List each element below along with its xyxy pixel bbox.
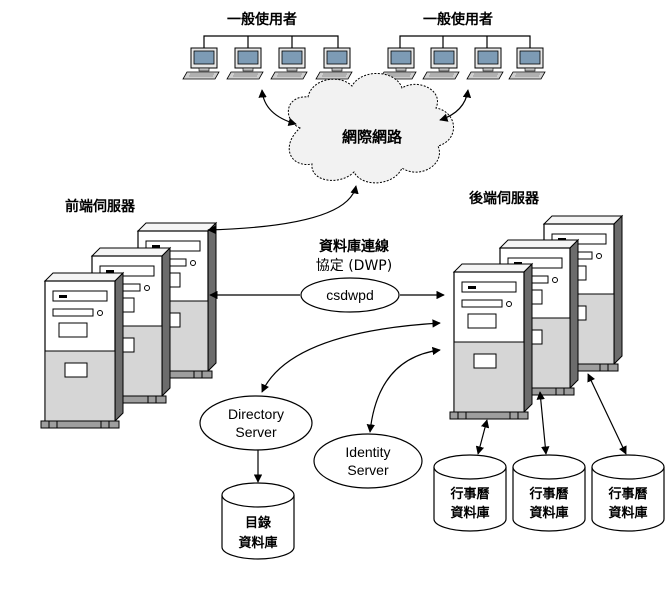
directory-server-label-line1: Directory [228,406,284,422]
protocol-label-line2: 協定 (DWP) [316,258,392,274]
left-user-group: 一般使用者 [182,11,353,80]
identity-server-label-line1: Identity [345,444,390,460]
internet-cloud: 網際網路 [287,73,454,184]
calendar-db-label-line1: 行事曆 [607,486,647,502]
directory-database: 目錄 資料庫 [221,482,295,560]
front-end-servers-label: 前端伺服器 [65,198,136,215]
right-users-label: 一般使用者 [423,11,493,28]
calendar-database-3: 行事曆 資料庫 [591,454,665,532]
desktop-computer-icon [466,47,504,80]
back-end-server-stack [449,215,623,420]
right-user-group: 一般使用者 [379,11,546,80]
csdwpd-label: csdwpd [326,287,373,303]
protocol-label-line1: 資料庫連線 [319,238,389,255]
users-to-internet-connector [439,89,472,122]
directory-server-label-line2: Server [235,424,277,440]
directory-db-label-line1: 目錄 [245,515,271,531]
calendar-database-2: 行事曆 資料庫 [512,454,586,532]
back-end-servers-label: 後端伺服器 [469,190,540,207]
users-to-internet-connector [258,89,297,126]
front-end-server-stack [40,222,217,429]
desktop-computer-icon [422,47,460,80]
identity-server-node [313,433,423,489]
calendar-db-label-line1: 行事曆 [528,486,568,502]
desktop-computer-icon [182,47,220,80]
left-users-wiring [203,35,339,52]
back-end-to-calendar-db-connector [475,419,490,455]
back-end-to-calendar-db-connector [587,373,627,455]
server-tower-icon [40,272,124,429]
directory-db-label-line2: 資料庫 [238,535,277,551]
back-end-to-calendar-db-connector [536,391,550,455]
csdwpd-node [300,277,400,313]
desktop-computer-icon [270,47,308,80]
back-end-to-directory-connector [261,319,441,393]
left-users-label: 一般使用者 [227,11,297,28]
internet-label: 網際網路 [342,128,403,146]
calendar-db-label-line2: 資料庫 [450,505,489,521]
desktop-computer-icon [315,47,353,80]
calendar-db-label-line2: 資料庫 [608,505,647,521]
identity-server-label-line2: Server [347,462,389,478]
calendar-db-label-line1: 行事曆 [449,486,489,502]
directory-server-node [199,395,313,451]
server-tower-icon [449,263,533,420]
internet-to-front-end-connector [207,185,359,234]
right-users-wiring [399,35,531,52]
desktop-computer-icon [508,47,546,80]
calendar-db-label-line2: 資料庫 [529,505,568,521]
desktop-computer-icon [226,47,264,80]
back-end-to-identity-connector [366,346,441,433]
calendar-database-1: 行事曆 資料庫 [433,454,507,532]
